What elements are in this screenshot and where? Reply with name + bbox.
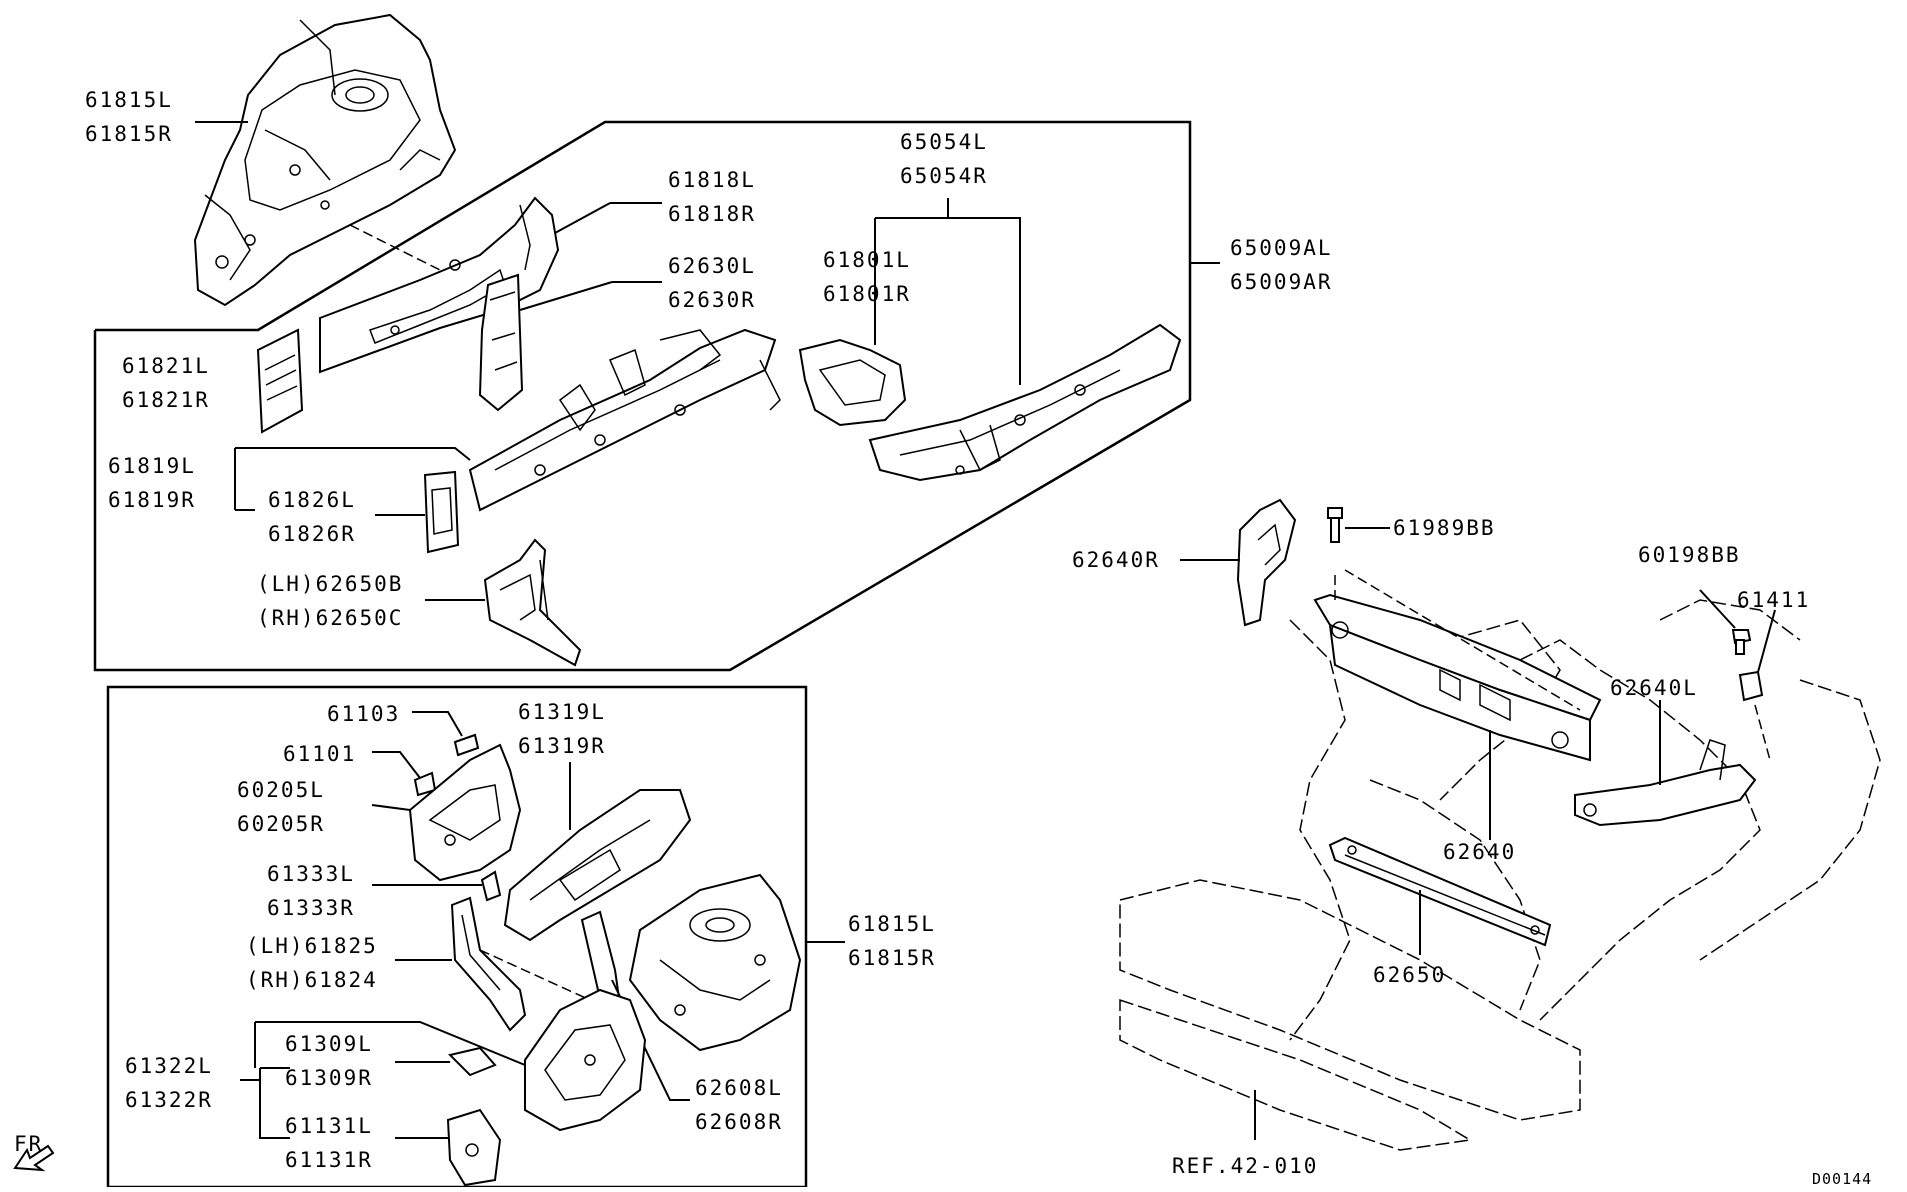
panel-60205 bbox=[408, 743, 522, 882]
upper-assembly-box bbox=[93, 120, 1192, 672]
member-61818 bbox=[319, 196, 560, 374]
label-60198BB: 60198BB bbox=[1638, 543, 1741, 567]
label-61818L: 61818L bbox=[668, 168, 756, 192]
label-62630R: 62630R bbox=[668, 288, 756, 312]
label-60205R: 60205R bbox=[237, 812, 325, 836]
front-bumper bbox=[1119, 879, 1581, 1151]
label-65009AR: 65009AR bbox=[1230, 270, 1333, 294]
label-62640R: 62640R bbox=[1072, 548, 1160, 572]
label-61815L-top: 61815L bbox=[85, 88, 173, 112]
label-ref-42-010: REF.42-010 bbox=[1172, 1154, 1319, 1178]
label-62630L: 62630L bbox=[668, 254, 756, 278]
chassis-ghost bbox=[1289, 599, 1881, 1041]
fr-arrow-icon bbox=[13, 1144, 55, 1172]
member-61825 bbox=[450, 896, 527, 1032]
label-62640: 62640 bbox=[1443, 840, 1517, 864]
label-62608L: 62608L bbox=[695, 1076, 783, 1100]
label-61322L: 61322L bbox=[125, 1054, 213, 1078]
fr-direction-label: FR bbox=[14, 1132, 44, 1156]
label-61333L: 61333L bbox=[267, 862, 355, 886]
label-61319L: 61319L bbox=[518, 700, 606, 724]
label-61818R: 61818R bbox=[668, 202, 756, 226]
drawing-code: D00144 bbox=[1812, 1170, 1873, 1188]
label-61322R: 61322R bbox=[125, 1088, 213, 1112]
label-65054R: 65054R bbox=[900, 164, 988, 188]
label-61825: (LH)61825 bbox=[246, 934, 378, 958]
label-61309R: 61309R bbox=[285, 1066, 373, 1090]
nut-61411 bbox=[1738, 670, 1764, 702]
label-61815R-top: 61815R bbox=[85, 122, 173, 146]
label-61826L: 61826L bbox=[268, 488, 356, 512]
label-61333R: 61333R bbox=[267, 896, 355, 920]
bracket-62650 bbox=[483, 538, 582, 667]
part-61333 bbox=[480, 870, 502, 902]
label-65009AL: 65009AL bbox=[1230, 236, 1333, 260]
label-60205L: 60205L bbox=[237, 778, 325, 802]
bracket-61801 bbox=[798, 338, 907, 427]
label-61821R: 61821R bbox=[122, 388, 210, 412]
label-61815L-bot: 61815L bbox=[848, 912, 936, 936]
bracket-62640L bbox=[1574, 739, 1757, 827]
label-61819L: 61819L bbox=[108, 454, 196, 478]
label-61815R-bot: 61815R bbox=[848, 946, 936, 970]
member-61319 bbox=[503, 789, 692, 942]
label-61319R: 61319R bbox=[518, 734, 606, 758]
label-61103: 61103 bbox=[327, 702, 401, 726]
label-62650: 62650 bbox=[1373, 963, 1447, 987]
bracket-62640R bbox=[1236, 498, 1297, 627]
label-62640L: 62640L bbox=[1610, 676, 1698, 700]
label-61131L: 61131L bbox=[285, 1114, 373, 1138]
upper-crossmember-62640 bbox=[1313, 593, 1602, 762]
apron-assembly-top bbox=[193, 13, 457, 307]
member-65054 bbox=[868, 323, 1182, 482]
wheel-house-lower bbox=[628, 873, 802, 1052]
front-side-member bbox=[468, 328, 781, 512]
label-61101: 61101 bbox=[283, 742, 357, 766]
bracket-62630 bbox=[478, 273, 524, 412]
label-61819R: 61819R bbox=[108, 488, 196, 512]
label-61821L: 61821L bbox=[122, 354, 210, 378]
label-61826R: 61826R bbox=[268, 522, 356, 546]
bolt-60198BB bbox=[1731, 629, 1752, 655]
label-61131R: 61131R bbox=[285, 1148, 373, 1172]
part-61103 bbox=[453, 733, 480, 757]
label-61309L: 61309L bbox=[285, 1032, 373, 1056]
label-62650B: (LH)62650B bbox=[257, 572, 404, 596]
label-62608R: 62608R bbox=[695, 1110, 783, 1134]
bolt-61989BB bbox=[1327, 507, 1343, 543]
label-61411: 61411 bbox=[1737, 588, 1811, 612]
lower-crossmember-62650 bbox=[1328, 836, 1552, 947]
panel-61322 bbox=[524, 988, 647, 1132]
label-61989BB: 61989BB bbox=[1393, 516, 1496, 540]
label-62650C: (RH)62650C bbox=[257, 606, 404, 630]
label-61801R: 61801R bbox=[823, 282, 911, 306]
part-61309 bbox=[448, 1046, 497, 1077]
bracket-61821 bbox=[256, 328, 304, 434]
label-61801L: 61801L bbox=[823, 248, 911, 272]
label-65054L: 65054L bbox=[900, 130, 988, 154]
part-61131 bbox=[446, 1108, 502, 1187]
gusset-61826 bbox=[423, 470, 460, 554]
label-61824: (RH)61824 bbox=[246, 968, 378, 992]
